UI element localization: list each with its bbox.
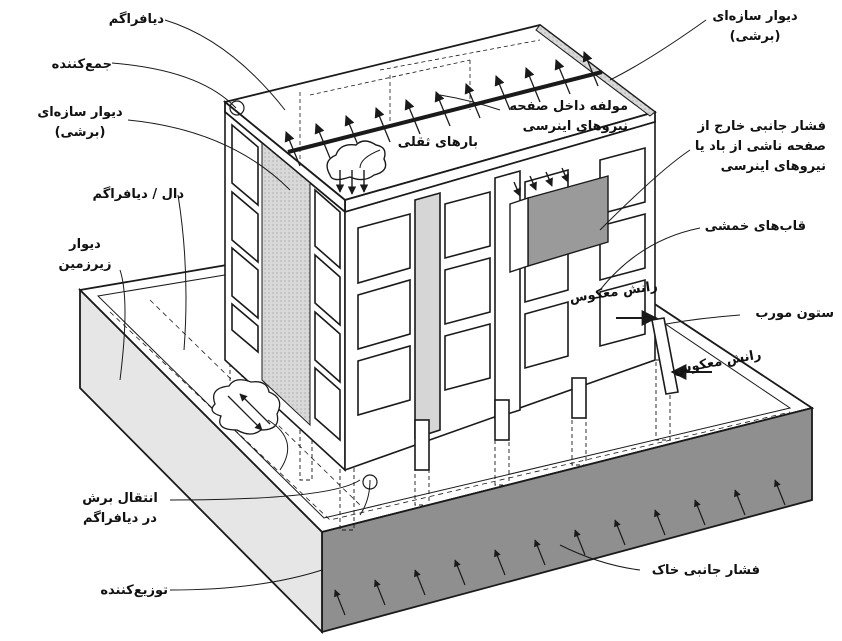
label-outplane-3: نیروهای اینرسی	[720, 159, 826, 174]
shear-transfer-cloud	[211, 379, 281, 435]
outplane-panel	[509, 167, 609, 273]
leader-lines	[111, 19, 741, 591]
detail-circles	[229, 100, 378, 490]
label-distributor: توزیع‌کننده	[100, 583, 168, 598]
inplane-force-arrows	[284, 51, 599, 167]
sloped-column	[616, 310, 712, 395]
label-moment-frame: قاب‌های خمشی	[704, 219, 806, 234]
label-inplane-1: مولفه داخل صفحه	[509, 99, 628, 114]
label-basement-wall-2: زیرزمین	[58, 257, 112, 272]
label-diaphragm: دیافراگم	[108, 12, 164, 27]
label-shear-wall-top-right-1: دیوار سازه‌ای	[712, 9, 798, 24]
label-gravity-load: بارهای ثقلی	[397, 135, 478, 150]
left-side-frame	[224, 110, 346, 472]
label-outplane-2: صفحه ناشی از باد یا	[694, 139, 826, 154]
label-shear-transfer-2: در دیافراگم	[83, 511, 157, 526]
label-basement-wall-1: دیوار	[69, 237, 101, 252]
label-slab-diaphragm: دال / دیافراگم	[92, 187, 184, 202]
label-shear-wall-left-2: (برشی)	[54, 125, 106, 140]
label-shear-wall-left-1: دیوار سازه‌ای	[37, 105, 123, 120]
label-soil-pressure: فشار جانبی خاک	[651, 563, 760, 578]
label-shear-transfer-1: انتقال برش	[82, 491, 158, 506]
collector-line	[287, 70, 603, 154]
label-inplane-2: نیروهای اینرسی	[522, 119, 628, 134]
soil-pressure-arrows	[334, 479, 786, 616]
label-collector: جمع‌کننده	[51, 57, 112, 72]
label-sloped-column: ستون مورب	[755, 306, 834, 321]
gravity-load-cloud	[326, 140, 387, 195]
label-outplane-1: فشار جانبی خارج از	[697, 119, 826, 134]
label-shear-wall-top-right-2: (برشی)	[729, 29, 781, 44]
